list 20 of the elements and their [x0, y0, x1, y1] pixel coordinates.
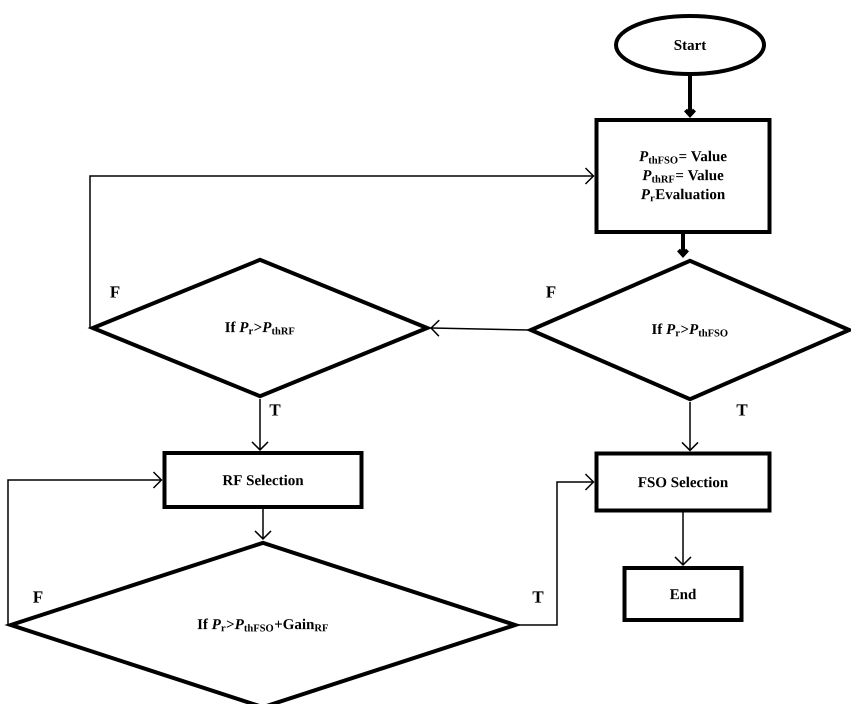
- process-box: FSO Selection: [594, 452, 772, 512]
- edge-label: T: [735, 403, 749, 417]
- arrow: [677, 234, 689, 258]
- process-box: RF Selection: [162, 451, 364, 509]
- arrow: [430, 320, 528, 337]
- arrow: [89, 167, 595, 328]
- arrow: [254, 509, 272, 540]
- arrow: [251, 399, 269, 451]
- edge-label: F: [544, 285, 558, 299]
- arrow: [684, 76, 696, 118]
- arrow: [681, 402, 699, 452]
- process-box: P$_{thFSO}$= Value P$_{thRF}$= Value P$_{r}$Evaluation: [594, 118, 772, 234]
- arrow: [7, 471, 162, 625]
- arrow: [518, 473, 595, 626]
- edge-label: F: [108, 285, 122, 299]
- edge-label: T: [268, 403, 282, 417]
- end-box: End: [622, 566, 744, 622]
- edge-label: T: [531, 590, 545, 604]
- arrow: [674, 512, 692, 566]
- edge-label: F: [32, 590, 44, 604]
